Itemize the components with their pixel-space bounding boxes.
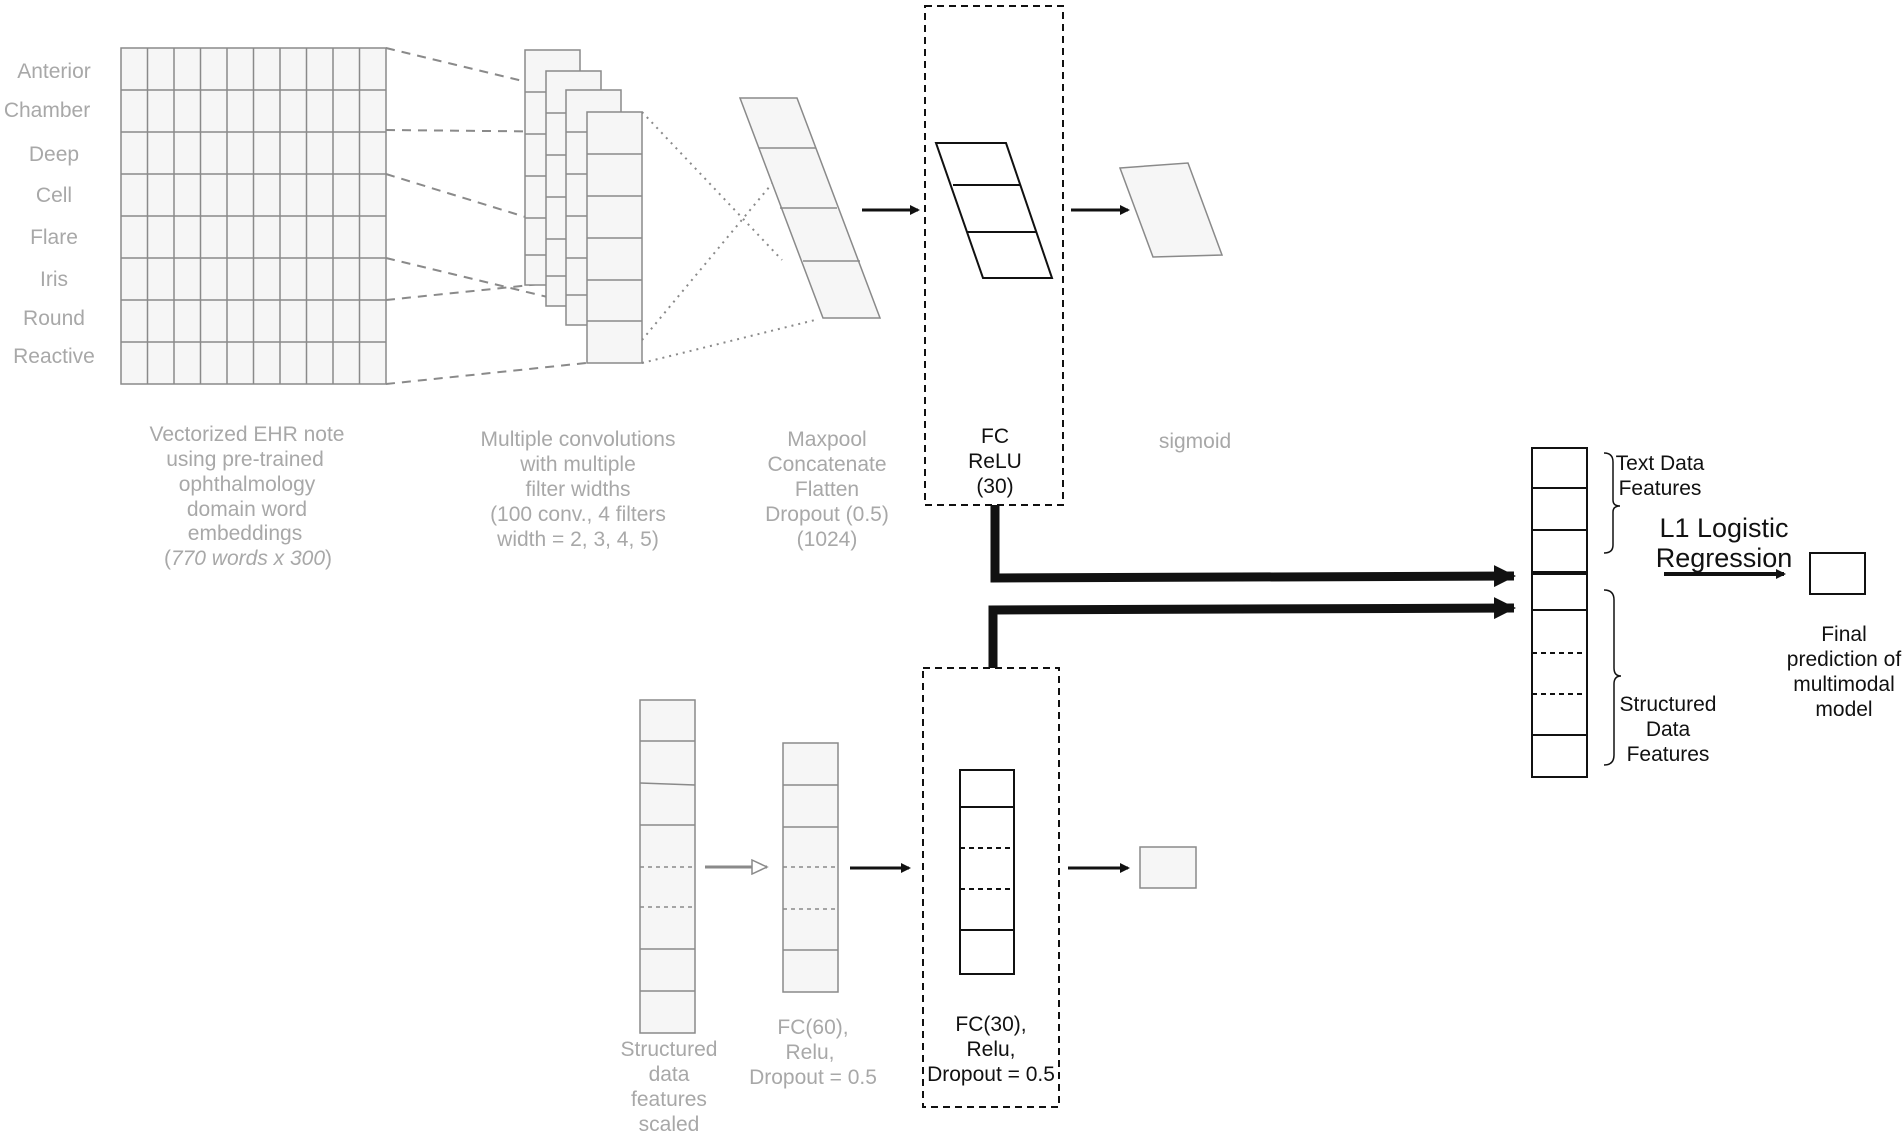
fc60-vector bbox=[782, 742, 839, 993]
caption-line: FC(60), bbox=[777, 1016, 848, 1039]
caption-line: ophthalmology bbox=[179, 473, 316, 496]
structured-features-label: Structured Data Features bbox=[1620, 693, 1717, 766]
caption-line: Text Data bbox=[1616, 452, 1705, 475]
caption-line: Relu, bbox=[966, 1038, 1015, 1061]
sigmoid-label: sigmoid bbox=[1159, 430, 1231, 453]
word-label: Round bbox=[23, 307, 85, 330]
pooling-lines bbox=[641, 111, 816, 364]
caption-line: data bbox=[649, 1063, 690, 1086]
fc-text-layer bbox=[934, 142, 1054, 279]
caption-line: Flatten bbox=[795, 478, 859, 501]
connector-text-features bbox=[990, 505, 1516, 588]
convolution-caption: Multiple convolutions with multiple filt… bbox=[481, 428, 676, 551]
word-labels: Anterior Chamber Deep Cell Flare Iris Ro… bbox=[4, 60, 95, 368]
word-label: Flare bbox=[30, 226, 78, 249]
caption-line: model bbox=[1815, 698, 1872, 721]
word-label: Reactive bbox=[13, 345, 95, 368]
fc30-caption: FC(30), Relu, Dropout = 0.5 bbox=[927, 1013, 1055, 1086]
word-label: Deep bbox=[29, 143, 79, 166]
caption-line: using pre-trained bbox=[166, 448, 324, 471]
text-features-label: Text Data Features bbox=[1616, 452, 1705, 500]
fc-text-box bbox=[924, 5, 1064, 506]
caption-line: embeddings bbox=[188, 522, 302, 545]
logistic-regression-label: L1 Logistic Regression bbox=[1656, 513, 1793, 573]
word-label: Chamber bbox=[4, 99, 90, 122]
fc-text-caption: FC ReLU (30) bbox=[968, 425, 1022, 498]
structured-input-caption: Structured data features scaled bbox=[621, 1038, 718, 1136]
caption-line: Dropout = 0.5 bbox=[749, 1066, 877, 1089]
sigmoid-output bbox=[1118, 162, 1224, 258]
caption-line: Structured bbox=[621, 1038, 718, 1061]
caption-line: Vectorized EHR note bbox=[150, 423, 345, 446]
word-label: Cell bbox=[36, 184, 72, 207]
caption-line: Dropout = 0.5 bbox=[927, 1063, 1055, 1086]
caption-line: scaled bbox=[639, 1113, 700, 1136]
caption-line: Multiple convolutions bbox=[481, 428, 676, 451]
caption-line: domain word bbox=[187, 498, 307, 521]
caption-line: width = 2, 3, 4, 5) bbox=[496, 528, 659, 551]
caption-line: Dropout (0.5) bbox=[765, 503, 889, 526]
caption-line: FC bbox=[981, 425, 1009, 448]
filter-4 bbox=[586, 111, 643, 364]
caption-line: filter widths bbox=[525, 478, 630, 501]
embedding-matrix bbox=[120, 47, 387, 385]
caption-line: multimodal bbox=[1793, 673, 1895, 696]
caption-line: Structured bbox=[1620, 693, 1717, 716]
caption-line: with multiple bbox=[519, 453, 636, 476]
embedding-caption: Vectorized EHR note using pre-trained op… bbox=[150, 423, 345, 570]
structured-output bbox=[1139, 846, 1197, 889]
caption-line: Regression bbox=[1656, 543, 1793, 573]
caption-line: Features bbox=[1627, 743, 1710, 766]
final-prediction-box bbox=[1809, 552, 1866, 595]
caption-line: Data bbox=[1646, 718, 1691, 741]
caption-line: (100 conv., 4 filters bbox=[490, 503, 666, 526]
maxpool-caption: Maxpool Concatenate Flatten Dropout (0.5… bbox=[765, 428, 889, 551]
caption-line: Maxpool bbox=[787, 428, 866, 451]
caption-line: ReLU bbox=[968, 450, 1022, 473]
caption-line: (1024) bbox=[797, 528, 858, 551]
structured-features-bracket bbox=[1603, 589, 1622, 766]
maxpool-layer bbox=[738, 97, 882, 319]
combined-feature-vector bbox=[1531, 447, 1588, 778]
connector-structured-features bbox=[988, 597, 1516, 668]
caption-line: features bbox=[631, 1088, 707, 1111]
structured-input-vector bbox=[639, 699, 696, 1034]
caption-line: Relu, bbox=[785, 1041, 834, 1064]
convolution-filters bbox=[524, 49, 643, 364]
caption-line: Features bbox=[1619, 477, 1702, 500]
caption-line: prediction of bbox=[1787, 648, 1902, 671]
caption-line: Concatenate bbox=[767, 453, 886, 476]
word-label: Iris bbox=[40, 268, 68, 291]
caption-line: (30) bbox=[976, 475, 1013, 498]
final-prediction-label: Final prediction of multimodal model bbox=[1787, 623, 1902, 721]
caption-line: L1 Logistic bbox=[1659, 513, 1788, 543]
caption-line: Final bbox=[1821, 623, 1867, 646]
caption-line: FC(30), bbox=[955, 1013, 1026, 1036]
fc60-caption: FC(60), Relu, Dropout = 0.5 bbox=[749, 1016, 877, 1089]
word-label: Anterior bbox=[17, 60, 91, 83]
text-features-bracket bbox=[1603, 452, 1621, 554]
caption-line: (770 words x 300) bbox=[164, 547, 332, 570]
fc30-box bbox=[922, 667, 1060, 1108]
fc30-vector bbox=[959, 769, 1015, 975]
